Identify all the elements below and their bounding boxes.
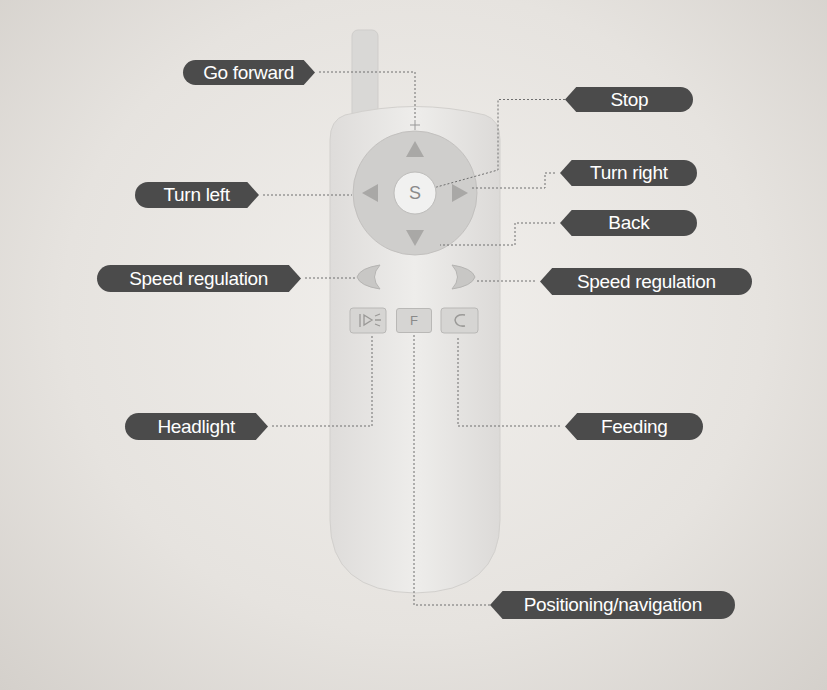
pill-outline xyxy=(97,265,301,292)
pill-outline xyxy=(540,268,752,295)
speed-button xyxy=(452,265,475,289)
pill-outline xyxy=(183,60,315,85)
pill-outline xyxy=(560,160,697,186)
positioning-button: F xyxy=(396,308,432,333)
button-letter: S xyxy=(409,183,421,204)
label-text: Go forward xyxy=(203,62,294,84)
leader-line xyxy=(472,173,555,188)
remote-body xyxy=(330,107,500,594)
pill-outline xyxy=(560,210,697,236)
pill-outline xyxy=(125,413,268,440)
up-arrow xyxy=(406,141,424,157)
plus-mark xyxy=(410,125,420,126)
label-text: Feeding xyxy=(601,416,668,438)
label-text: Turn right xyxy=(590,162,668,184)
callout-label: Turn left xyxy=(135,182,259,208)
leader-line xyxy=(305,278,357,279)
down-arrow xyxy=(406,230,424,246)
callout-label: Back xyxy=(560,210,697,236)
feeding-icon xyxy=(455,315,465,326)
leader-line xyxy=(414,333,490,605)
leader-line xyxy=(440,223,555,245)
pill-outline xyxy=(565,87,693,112)
label-text: Speed regulation xyxy=(129,268,268,290)
callout-label: Positioning/navigation xyxy=(490,591,735,619)
headlight-icon xyxy=(360,314,381,327)
leader-line xyxy=(458,336,560,426)
leader-line xyxy=(263,195,352,196)
label-text: Stop xyxy=(610,89,648,111)
pill-outline xyxy=(490,591,735,619)
feeding-button xyxy=(441,308,478,333)
leader-lines xyxy=(263,72,560,426)
label-text: Back xyxy=(608,212,649,234)
callout-label: Speed regulation xyxy=(540,268,752,295)
label-text: Speed regulation xyxy=(577,271,716,293)
callout-label: Headlight xyxy=(125,413,268,440)
label-text: Positioning/navigation xyxy=(524,594,702,616)
callout-label: Feeding xyxy=(565,413,703,440)
direction-ring xyxy=(353,131,477,255)
button-letter: F xyxy=(410,313,418,328)
right-arrow xyxy=(452,184,468,202)
stop-button: S xyxy=(393,171,437,215)
callout-label: Stop xyxy=(565,87,693,112)
leader-line xyxy=(436,100,565,188)
headlight-button xyxy=(350,308,386,333)
speed-button xyxy=(357,265,380,289)
callout-label: Go forward xyxy=(183,60,315,85)
label-text: Headlight xyxy=(157,416,235,438)
label-text: Turn left xyxy=(164,184,230,206)
leader-line xyxy=(476,281,535,282)
callout-label: Turn right xyxy=(560,160,697,186)
pill-outline xyxy=(135,182,259,208)
callout-label: Speed regulation xyxy=(97,265,301,292)
button-outline xyxy=(394,172,436,214)
pill-outline xyxy=(565,413,703,440)
leader-line xyxy=(319,72,415,120)
left-arrow xyxy=(362,184,378,202)
leader-line xyxy=(272,336,372,426)
